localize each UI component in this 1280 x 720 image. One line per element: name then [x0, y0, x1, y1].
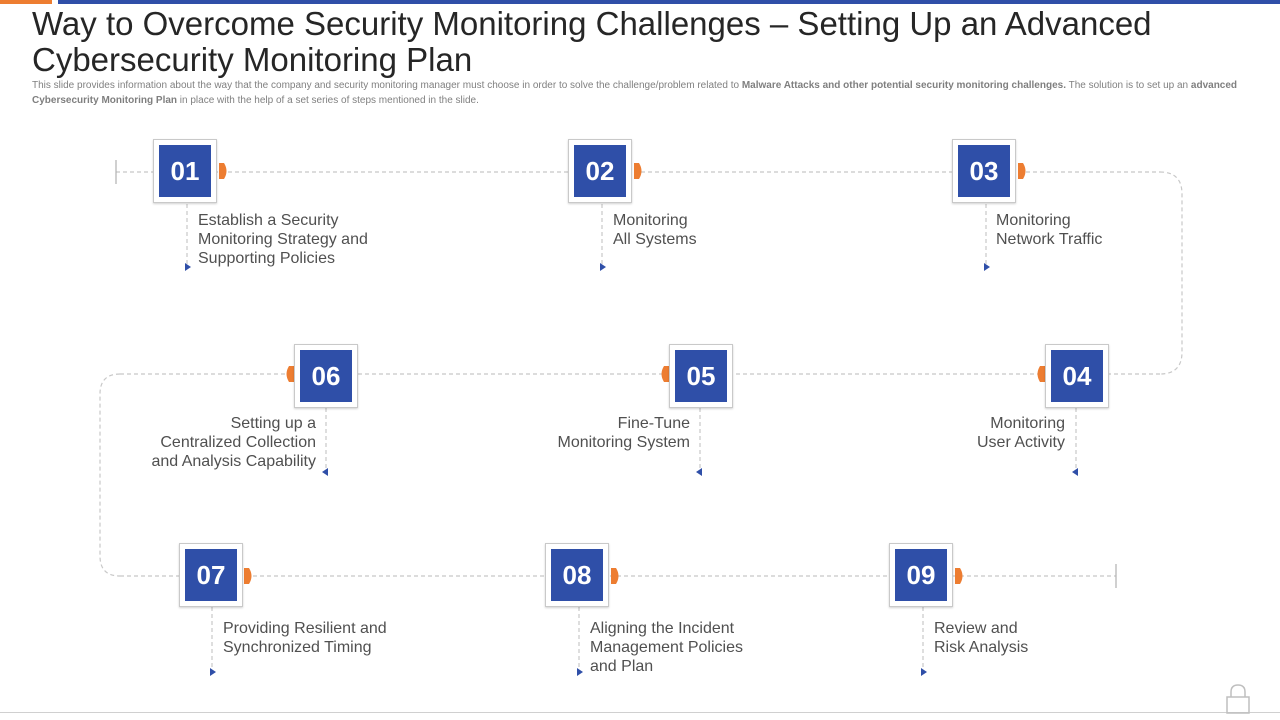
step-09-box: 09 — [889, 543, 953, 607]
step-03-number: 03 — [958, 145, 1010, 197]
top-accent-orange-bar — [0, 0, 52, 4]
step-05-number: 05 — [675, 350, 727, 402]
step-02-number: 02 — [574, 145, 626, 197]
step-07-number: 07 — [185, 549, 237, 601]
step-07-label: Providing Resilient and Synchronized Tim… — [223, 620, 387, 656]
step-01-number: 01 — [159, 145, 211, 197]
step-09-number: 09 — [895, 549, 947, 601]
step-04-box: 04 — [1045, 344, 1109, 408]
step-06-number: 06 — [300, 350, 352, 402]
step-06-label: Setting up a Centralized Collection and … — [151, 415, 316, 470]
lock-icon — [1226, 684, 1250, 714]
step-03-box: 03 — [952, 139, 1016, 203]
step-02-label: Monitoring All Systems — [613, 212, 697, 248]
step-07-box: 07 — [179, 543, 243, 607]
step-03-label: Monitoring Network Traffic — [996, 212, 1103, 248]
page-subtitle: This slide provides information about th… — [32, 80, 1238, 106]
step-02-box: 02 — [568, 139, 632, 203]
step-09-label: Review and Risk Analysis — [934, 620, 1029, 656]
step-04-number: 04 — [1051, 350, 1103, 402]
step-08-box: 08 — [545, 543, 609, 607]
step-05-box: 05 — [669, 344, 733, 408]
step-08-number: 08 — [551, 549, 603, 601]
step-04-label: Monitoring User Activity — [976, 415, 1065, 451]
top-accent-blue-bar — [58, 0, 1280, 4]
step-08-label: Aligning the Incident Management Policie… — [590, 620, 743, 675]
step-01-box: 01 — [153, 139, 217, 203]
step-01-label: Establish a Security Monitoring Strategy… — [198, 212, 368, 267]
footer-divider — [0, 712, 1280, 713]
page-title: Way to Overcome Security Monitoring Chal… — [32, 5, 1152, 78]
step-05-label: Fine-Tune Monitoring System — [557, 415, 691, 451]
step-06-box: 06 — [294, 344, 358, 408]
